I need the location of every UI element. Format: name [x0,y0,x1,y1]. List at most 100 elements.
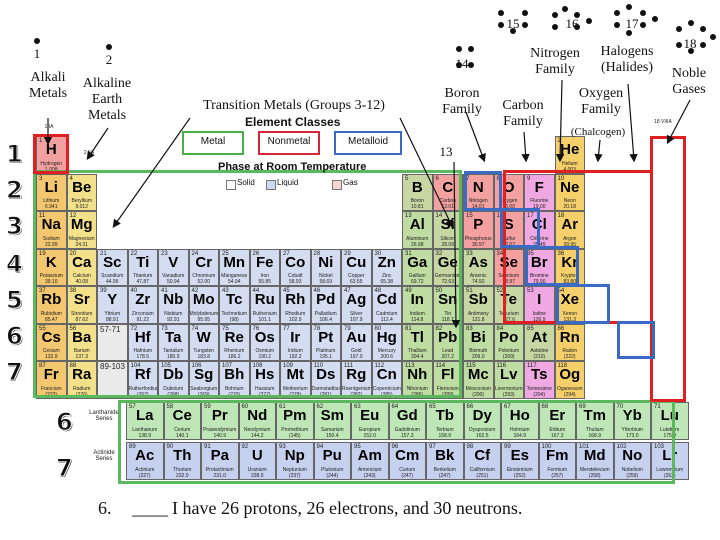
atomic-mass: 47.87 [136,279,149,285]
answer-blank[interactable]: ____ [132,498,168,518]
group-2-dot [106,44,112,50]
phase-solid-label: Solid [237,178,255,187]
atomic-mass: 112.4 [380,316,393,323]
element-symbol: Md [583,447,606,464]
element-symbol: N [472,178,484,196]
element-name: Silver [349,310,363,317]
period-number-1: 1 [6,140,24,169]
element-name: Selenium [498,273,520,279]
atomic-number: 17 [527,213,534,219]
element-name: Gold [350,348,362,354]
element-name: Osmium [255,348,275,354]
element-name: Cerium [174,427,191,433]
atomic-number: 85 [527,325,534,332]
atomic-number: 62 [316,404,324,410]
atomic-mass: 74.92 [471,279,485,285]
atomic-mass: (286) [411,391,424,398]
series-range: 89-103 [100,362,125,371]
electron-dot [700,26,706,32]
element-symbol: Dy [472,407,492,424]
alkali-metals-label: Alkali Metals [28,70,68,101]
element-name: Berkelium [433,467,456,473]
element-symbol: Tc [226,291,243,308]
element-name: Technetium [221,310,248,317]
hydrogen-outline [33,134,69,174]
atomic-mass: 44.96 [105,279,119,285]
atomic-number: 111 [344,363,354,369]
noble-gases-label: Noble Gases [671,66,707,97]
atomic-number: 72 [130,325,138,332]
element-name: Mendelevium [579,467,610,473]
atomic-number: 82 [435,325,443,332]
atomic-number: 36 [557,250,565,257]
atomic-number: 77 [283,325,290,332]
transition-metals-label: Transition Metals (Groups 3-12) [203,98,385,113]
atomic-mass: 88.91 [105,316,119,323]
atomic-number: 117 [527,363,537,369]
element-symbol: He [560,141,580,158]
element-symbol: Rb [41,291,62,308]
atomic-number: 5 [405,175,409,182]
element-symbol: Hg [376,328,397,346]
element-name: Ruthenium [252,310,277,317]
atomic-mass: 106.4 [319,316,332,323]
atomic-number: 112 [374,363,385,369]
element-symbol: Zn [377,253,396,271]
element-symbol: Ne [560,178,580,196]
element-symbol: Tl [410,328,424,346]
atomic-mass: 232.0 [175,473,189,479]
element-symbol: Am [357,447,382,464]
element-name: Chromium [192,273,216,279]
atomic-number: 45 [283,288,290,294]
electron-dot [522,22,528,28]
atomic-mass: 200.6 [380,354,393,360]
atomic-mass: 150.4 [325,433,339,439]
atomic-mass: 85.47 [44,316,58,323]
element-symbol: U [251,447,263,464]
element-symbol: Ir [290,328,301,346]
element-symbol: Ds [316,366,336,383]
electron-dot [652,16,658,22]
element-symbol: Pd [316,291,336,308]
atomic-mass: 79.90 [532,279,546,285]
element-name: Lead [442,348,454,354]
atomic-mass: 65.38 [380,279,393,285]
element-symbol: Tm [583,407,607,424]
element-symbol: Ru [254,291,275,308]
atomic-number: 103 [654,444,665,450]
group-number-1: 1 [33,46,41,61]
atomic-mass: (226) [75,391,88,398]
silicon-metalloid-outline [500,208,540,248]
element-symbol: Np [284,447,305,464]
atomic-number: 57 [129,404,136,410]
electron-dot [574,12,580,18]
element-symbol: Sg [194,366,214,383]
atomic-number: 49 [405,288,412,294]
electron-dot [710,34,716,40]
atomic-number: 27 [283,250,290,257]
element-symbol: O [502,178,515,196]
atomic-mass: 204.4 [410,354,424,360]
element-name: Nickel [318,273,333,279]
element-symbol: B [411,178,423,196]
atomic-number: 101 [579,444,590,450]
element-symbol: Fl [441,366,455,383]
element-symbol: Al [409,216,425,233]
atomic-mass: 162.5 [475,433,489,439]
element-name: Tellurium [498,310,519,317]
